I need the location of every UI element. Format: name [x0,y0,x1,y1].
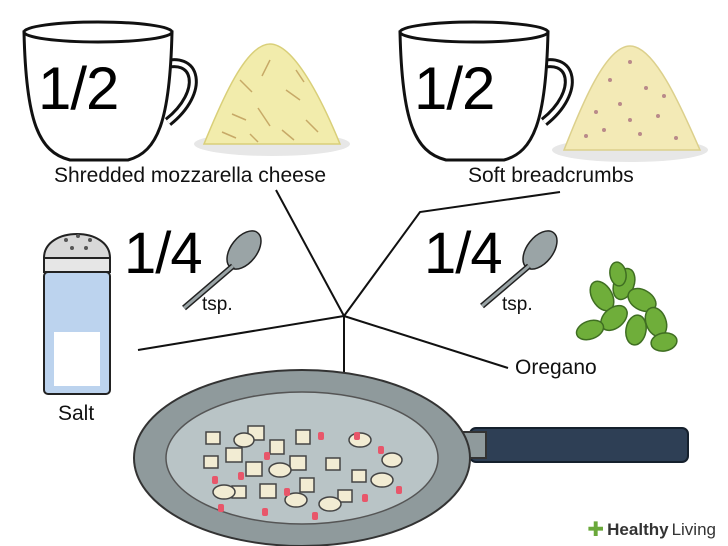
breadcrumbs-amount: 1/2 [414,55,495,122]
oregano-label: Oregano [515,356,597,379]
oregano-amount: 1/4 [424,221,503,286]
watermark-word-2: Living [671,520,716,539]
line-to-salt [137,315,345,351]
healthy-living-watermark: ✚ Healthy Living [583,518,722,542]
breadcrumbs-icon [552,45,708,162]
line-to-oregano [343,315,509,369]
oregano-unit: tsp. [502,294,533,315]
line-to-breadcrumbs [343,191,561,317]
salt-label: Salt [58,402,95,425]
salt-amount: 1/4 [124,221,203,286]
salt-unit: tsp. [202,294,233,315]
cheese-amount: 1/2 [38,55,119,122]
salt-shaker-icon [42,233,112,395]
breadcrumbs-label: Soft breadcrumbs [468,164,634,187]
shredded-cheese-icon [194,43,350,156]
measuring-cup-icon [22,20,198,162]
cheese-label: Shredded mozzarella cheese [54,164,326,187]
watermark-word-1: Healthy [607,520,669,539]
measuring-cup-icon [398,20,574,162]
frying-pan-icon [133,369,689,546]
plus-icon: ✚ [587,519,605,541]
oregano-leaves-icon [575,261,678,352]
line-to-cheese [275,189,345,317]
teaspoon-icon [480,230,558,309]
teaspoon-icon [182,230,262,311]
